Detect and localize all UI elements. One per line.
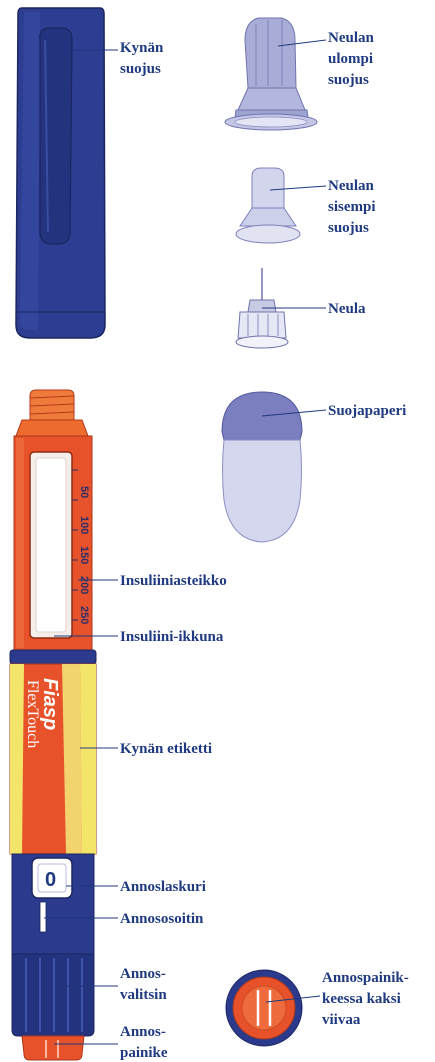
dose-selector — [12, 954, 94, 1036]
inner-needle-cap — [236, 168, 300, 243]
scale-mark: 250 — [78, 606, 90, 624]
dose-button — [22, 1036, 84, 1060]
pen-cap — [16, 8, 105, 338]
pen-body: 50 100 150 200 250 Fiasp FlexTouch 0 — [10, 390, 96, 1060]
scale-mark: 150 — [78, 546, 90, 564]
scale-mark: 50 — [78, 486, 90, 498]
label-pen-cap: Kynän suojus — [120, 40, 167, 77]
label-two-lines: Annospainik- keessa kaksi viivaa — [322, 970, 412, 1028]
insulin-window — [30, 452, 72, 638]
brand-name: Fiasp — [39, 678, 61, 730]
label-paper-tab: Suojapaperi — [328, 403, 406, 419]
outer-needle-cap — [225, 18, 317, 130]
label-insulin-scale: Insuliiniasteikko — [120, 573, 227, 589]
dose-counter: 0 — [32, 858, 72, 898]
pen-thread-top — [30, 390, 74, 420]
label-outer-needle-cap: Neulan ulompi suojus — [328, 30, 378, 88]
label-dose-counter: Annoslaskuri — [120, 879, 206, 895]
pen-label: Fiasp FlexTouch — [10, 664, 96, 854]
dose-pointer — [40, 902, 46, 932]
label-dose-pointer: Annososoitin — [120, 911, 204, 927]
paper-tab — [222, 392, 302, 542]
dose-button-top-view — [226, 970, 302, 1046]
label-pen-label: Kynän etiketti — [120, 741, 212, 757]
label-dose-selector: Annos- valitsin — [120, 966, 170, 1003]
scale-mark: 200 — [78, 576, 90, 594]
label-inner-needle-cap: Neulan sisempi suojus — [328, 178, 379, 236]
label-needle: Neula — [328, 301, 366, 317]
product-name: FlexTouch — [24, 680, 41, 748]
label-dose-button: Annos- painike — [120, 1024, 170, 1061]
label-insulin-window: Insuliini-ikkuna — [120, 629, 224, 645]
dose-counter-value: 0 — [45, 869, 56, 891]
scale-mark: 100 — [78, 516, 90, 534]
